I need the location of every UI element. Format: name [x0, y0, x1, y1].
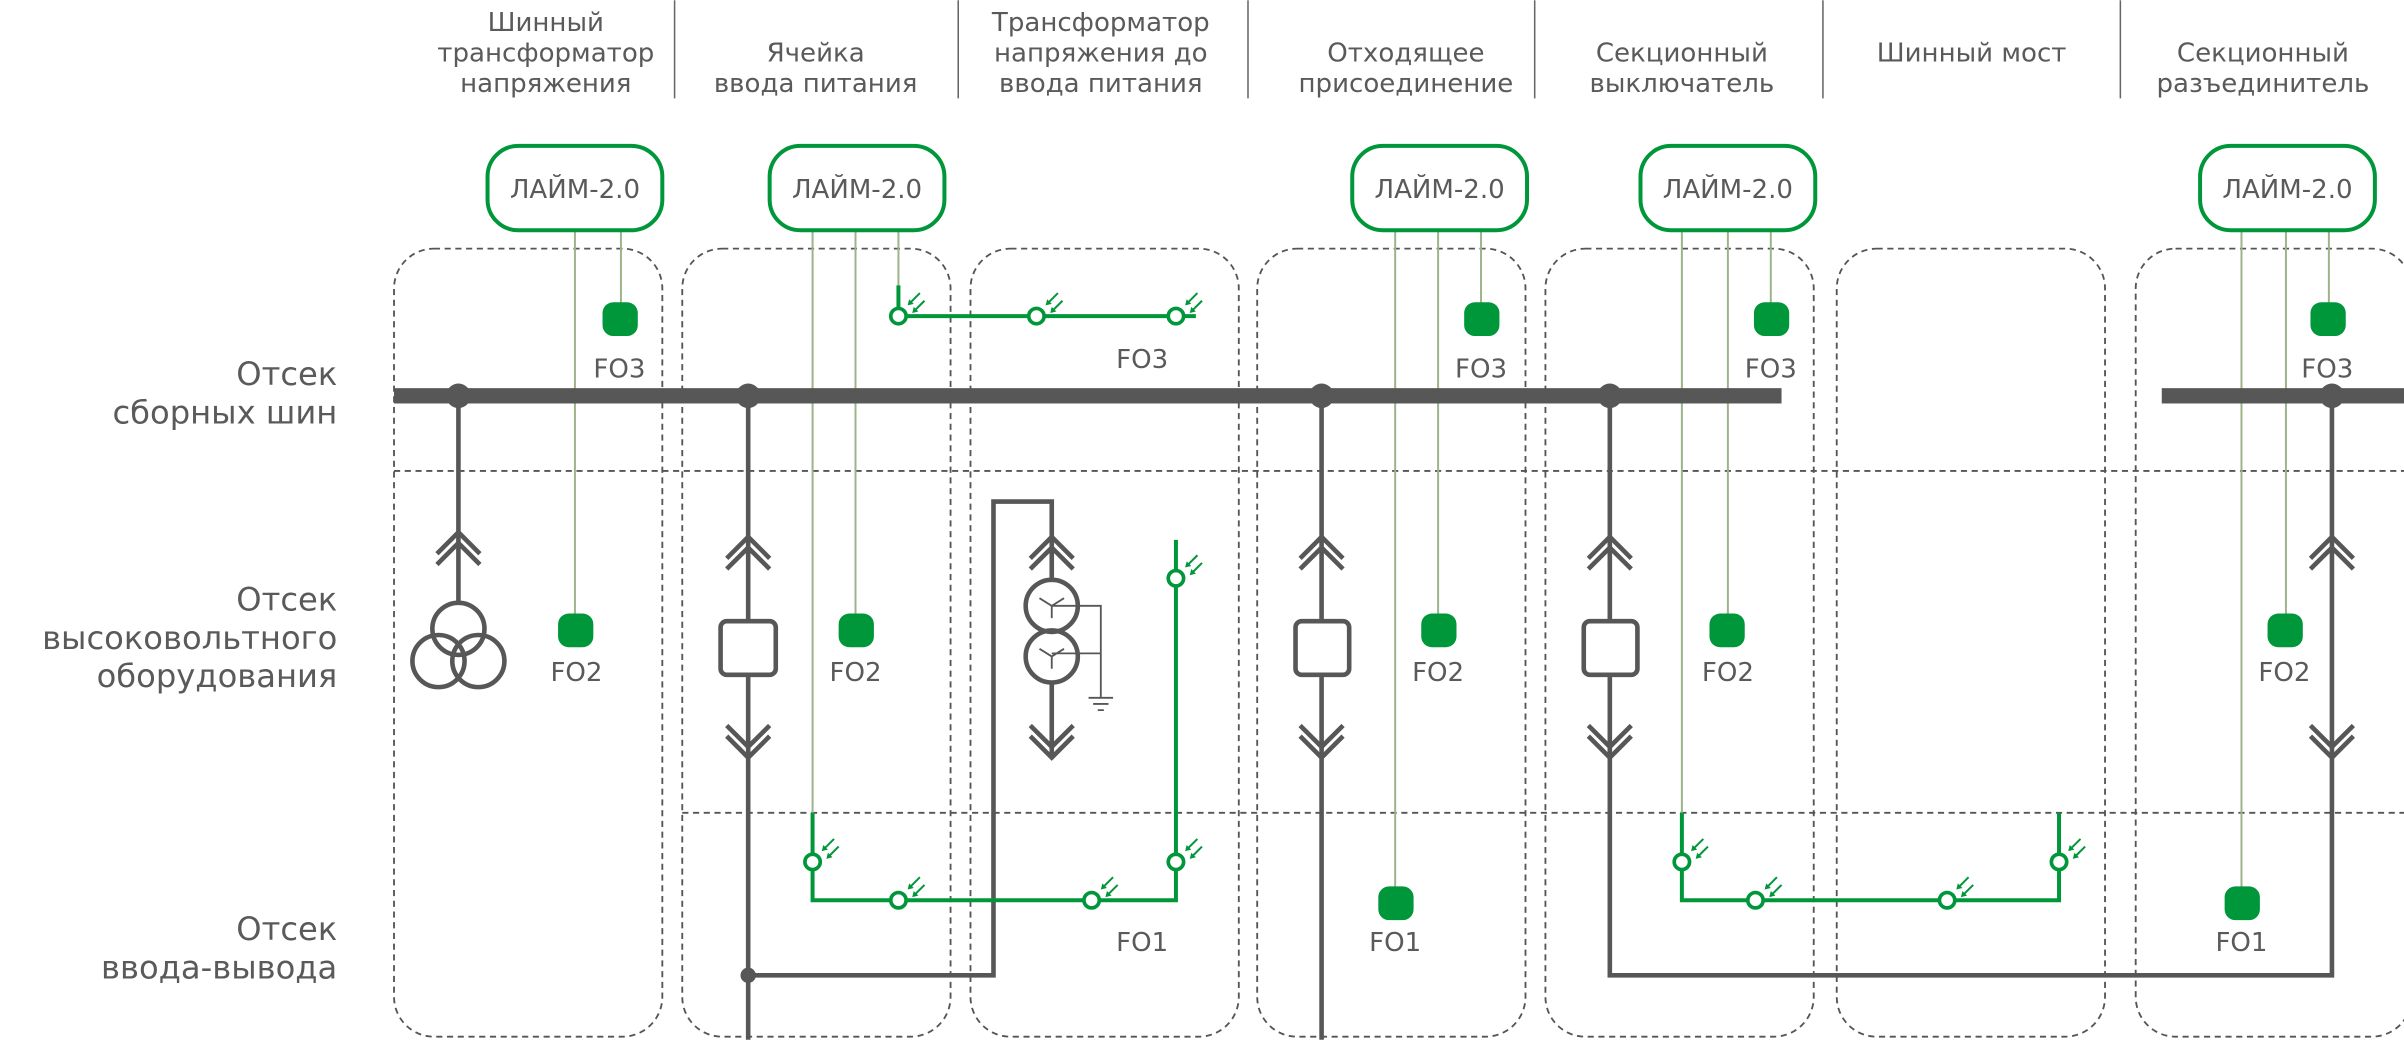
breakers	[718, 618, 1640, 678]
laim-device-4[interactable]: ЛАЙМ-2.0	[1638, 143, 1818, 233]
header-dividers	[673, 0, 2122, 99]
plug-contact-up-icon	[1586, 533, 1633, 571]
plug-contact-up-icon	[435, 529, 482, 567]
voltage-transformer	[1023, 577, 1114, 712]
svg-text:ЛАЙМ-2.0: ЛАЙМ-2.0	[2222, 173, 2352, 205]
sensor-loop-fo1-b	[1679, 812, 2062, 903]
optical-sensor	[1937, 876, 1974, 910]
fo2-sensor	[558, 613, 594, 648]
svg-text:FO1: FO1	[1369, 928, 1421, 958]
laim-device-3[interactable]: ЛАЙМ-2.0	[1350, 143, 1530, 233]
svg-text:FO3: FO3	[1745, 354, 1797, 384]
bus-voltage-transformer	[410, 600, 507, 690]
svg-text:FO2: FO2	[1702, 658, 1754, 688]
plug-contact-down-icon	[2308, 723, 2356, 761]
fo3-sensor	[602, 302, 638, 337]
optical-sensor	[1166, 838, 1203, 872]
svg-text:FO2: FO2	[1412, 658, 1464, 688]
optical-sensor	[2049, 838, 2086, 872]
chevrons	[435, 529, 2356, 761]
fo3-sensor	[1753, 302, 1790, 337]
svg-text:FO3: FO3	[1455, 354, 1507, 384]
optical-sensor	[1745, 876, 1783, 910]
fo3-sensor	[1464, 302, 1500, 337]
svg-text:FO3: FO3	[593, 354, 645, 384]
fo-blocks: FO3 FO2 FO2 FO3 FO1 FO3 FO2 FO1 FO3 FO2 …	[550, 302, 2353, 958]
optical-sensor	[803, 838, 840, 872]
fiber-lines	[573, 230, 2330, 890]
fo1-sensor	[1378, 886, 1414, 921]
optical-sensor	[1166, 554, 1203, 588]
cell-outlines	[393, 247, 2404, 1038]
svg-text:FO3: FO3	[2301, 354, 2353, 384]
fo3-label: FO3	[1116, 345, 1168, 375]
header-col-6: Шинный мост	[1877, 39, 2067, 69]
svg-text:FO2: FO2	[829, 658, 881, 688]
plug-contact-down-icon	[1586, 723, 1633, 761]
fo1-label: FO1	[1116, 928, 1168, 958]
laim-device-5[interactable]: ЛАЙМ-2.0	[2198, 143, 2377, 233]
optical-sensor	[1672, 838, 1709, 872]
optical-sensor	[1026, 292, 1064, 326]
plug-contact-up-icon	[1028, 533, 1075, 571]
fo2-sensor	[838, 613, 874, 648]
optical-sensor	[1166, 292, 1203, 326]
plug-contact-down-icon	[725, 723, 772, 761]
bus-bar	[394, 383, 2404, 409]
fo2-sensor	[1709, 613, 1745, 648]
plug-contact-up-icon	[2308, 533, 2356, 571]
plug-contact-up-icon	[725, 533, 772, 571]
svg-text:FO2: FO2	[550, 658, 602, 688]
optical-sensor	[888, 292, 926, 326]
laim-device-1[interactable]: ЛАЙМ-2.0	[485, 143, 665, 233]
plug-contact-down-icon	[1028, 723, 1075, 761]
plug-contact-down-icon	[1298, 723, 1345, 761]
svg-text:ЛАЙМ-2.0: ЛАЙМ-2.0	[510, 173, 640, 205]
optical-sensors	[803, 292, 2086, 910]
fo2-sensor	[2267, 613, 2303, 648]
svg-text:ЛАЙМ-2.0: ЛАЙМ-2.0	[1663, 173, 1793, 205]
fo1-sensor	[2224, 886, 2260, 921]
fo3-sensor	[2310, 302, 2346, 337]
laim-device-2[interactable]: ЛАЙМ-2.0	[767, 143, 947, 233]
svg-text:FO2: FO2	[2258, 658, 2310, 688]
svg-text:ЛАЙМ-2.0: ЛАЙМ-2.0	[792, 173, 922, 205]
fo2-sensor	[1421, 613, 1457, 648]
svg-text:ЛАЙМ-2.0: ЛАЙМ-2.0	[1375, 173, 1505, 205]
optical-sensor	[888, 876, 926, 910]
optical-sensor	[1082, 876, 1119, 910]
svg-text:FO1: FO1	[2215, 928, 2267, 958]
plug-contact-up-icon	[1298, 533, 1345, 571]
